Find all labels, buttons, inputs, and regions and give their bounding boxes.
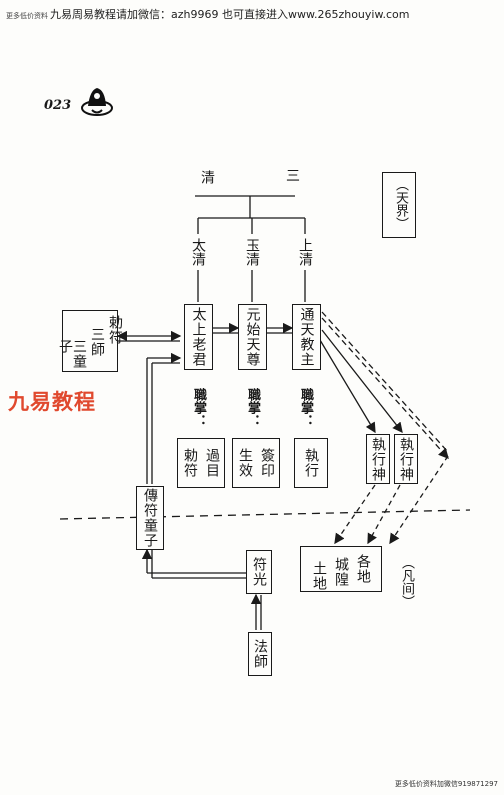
deity-yuanshi: 元始天尊 [244, 307, 261, 367]
deity-tongtian-box: 通天教主 [292, 304, 321, 370]
footer-ad: 更多低价资料加微信919871297 [394, 780, 498, 788]
earth-col2: 城隍 [333, 557, 349, 587]
duty-laojun-box: 勅符 過目 [177, 438, 225, 488]
deity-laojun: 太上老君 [190, 307, 207, 367]
master: 法師 [252, 639, 268, 669]
branch-taiqing: 太清 [190, 238, 206, 266]
earth-col3: 土地 [311, 561, 327, 591]
top-label-san: 三 [284, 168, 300, 182]
earth-col1: 各地 [355, 554, 371, 584]
talisman-light: 符光 [251, 557, 267, 587]
realm-heaven-frame [382, 172, 416, 238]
duty-laojun-col2: 勅符 [182, 448, 198, 478]
courier-box: 傳符童子 [136, 486, 164, 550]
header-ad: 九易周易教程请加微信：azh9969 也可直接进入www.265zhouyiw.… [50, 8, 410, 21]
left-box-col-mid: 三師 [89, 327, 105, 357]
duty-laojun-col1: 過目 [204, 448, 220, 478]
duty-yuanshi-col1: 簽印 [259, 448, 275, 478]
courier: 傳符童子 [142, 488, 158, 548]
duty-tongtian: 執行 [303, 448, 319, 478]
realm-heaven-label: （天界） [393, 178, 408, 230]
page-number: 023 [44, 98, 72, 113]
executor-2: 執行神 [398, 436, 414, 482]
header-prefix: 更多低价资料 [6, 12, 48, 20]
deity-laojun-box: 太上老君 [184, 304, 213, 370]
duty-tongtian-box: 執行 [294, 438, 328, 488]
header-ad-text: 更多低价资料九易周易教程请加微信：azh9969 也可直接进入www.265zh… [6, 6, 498, 22]
publisher-logo-icon [80, 84, 114, 118]
branch-shangqing: 上清 [297, 238, 313, 266]
executor-1: 執行神 [370, 436, 386, 482]
watermark: 九易教程 [8, 390, 96, 414]
duty-label-laojun: 職掌： [191, 388, 206, 427]
duty-label-yuanshi: 職掌： [245, 388, 260, 427]
realm-human-label: （凡间） [399, 556, 414, 608]
branch-yuqing: 玉清 [244, 238, 260, 266]
talisman-masters-box: 三童子 三師 勅符 [57, 310, 123, 372]
duty-yuanshi-box: 生效 簽印 [232, 438, 280, 488]
earth-deities-box: 土地 城隍 各地 [300, 546, 382, 592]
duty-yuanshi-col2: 生效 [237, 448, 253, 478]
master-box: 法師 [248, 632, 272, 676]
talisman-light-box: 符光 [246, 550, 272, 594]
left-box-col-right: 勅符 [107, 315, 123, 345]
duty-label-tongtian: 職掌： [298, 388, 313, 427]
deity-yuanshi-box: 元始天尊 [238, 304, 267, 370]
deity-tongtian: 通天教主 [298, 307, 315, 367]
top-label-qing: 清 [199, 170, 215, 184]
executor-box-1: 執行神 [366, 434, 390, 484]
executor-box-2: 執行神 [394, 434, 418, 484]
left-box-col-left: 三童子 [57, 339, 87, 369]
